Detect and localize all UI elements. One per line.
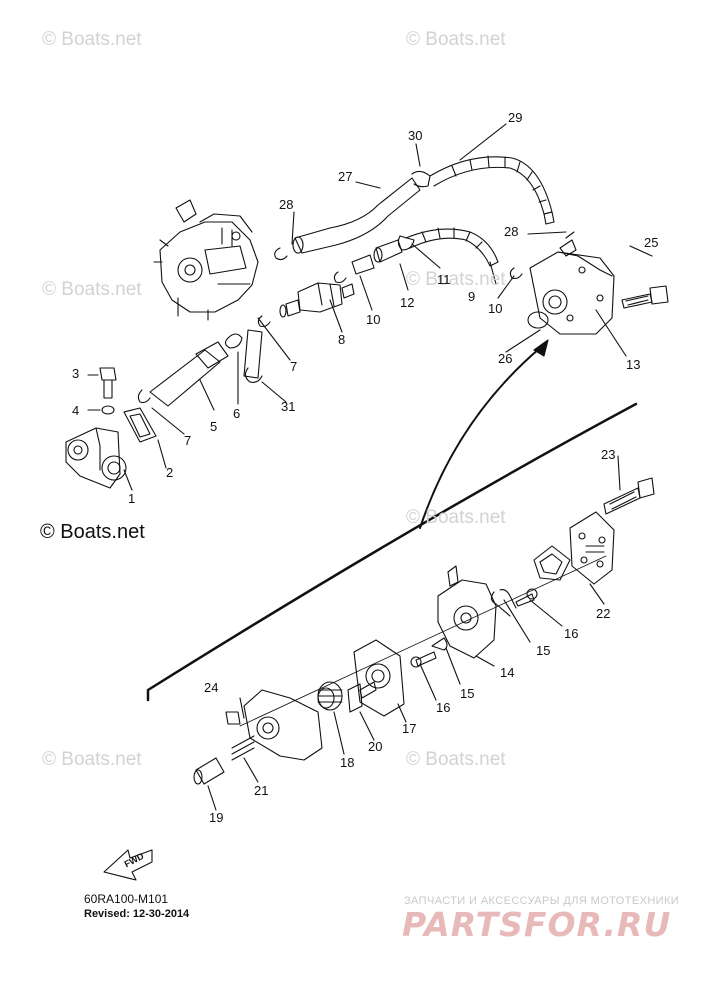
- part-label: 31: [281, 399, 296, 414]
- part-label: 5: [210, 419, 218, 434]
- part-label: 25: [644, 235, 659, 250]
- carburetor-assembly: [153, 199, 259, 321]
- part-label: 10: [366, 312, 381, 327]
- part-label: 15: [460, 686, 475, 701]
- part-label: 29: [508, 110, 523, 125]
- watermark: © Boats.net: [406, 269, 506, 290]
- part-label: 30: [408, 128, 423, 143]
- watermark: © Boats.net: [42, 749, 142, 770]
- part-label: 21: [254, 783, 269, 798]
- part-label: 7: [290, 359, 298, 374]
- part-label: 16: [564, 626, 579, 641]
- part-label: 13: [626, 357, 641, 372]
- revision-date: Revised: 12-30-2014: [84, 908, 190, 920]
- part-label: 11: [437, 272, 451, 287]
- part-label: 15: [536, 643, 551, 658]
- part-label: 9: [468, 289, 476, 304]
- shop-logo: PARTSFOR.RU: [402, 905, 672, 944]
- part-label: 22: [596, 606, 611, 621]
- part-label: 28: [504, 224, 519, 239]
- shop-tagline: ЗАПЧАСТИ И АКСЕССУАРЫ ДЛЯ МОТОТЕХНИКИ: [404, 895, 680, 907]
- part-label: 18: [340, 755, 355, 770]
- copyright-watermark: © Boats.net: [40, 521, 145, 543]
- part-label: 14: [500, 665, 515, 680]
- part-label: 3: [72, 366, 80, 381]
- part-label: 1: [128, 491, 136, 506]
- part-label: 4: [72, 403, 80, 418]
- watermark: © Boats.net: [42, 29, 142, 50]
- watermark: © Boats.net: [406, 749, 506, 770]
- part-label: 8: [338, 332, 346, 347]
- part-label: 2: [166, 465, 174, 480]
- fuel-pump-13: [529, 251, 615, 335]
- watermark: © Boats.net: [42, 279, 142, 300]
- joint-1: [65, 427, 121, 489]
- watermark: © Boats.net: [406, 29, 506, 50]
- part-label: 16: [436, 700, 451, 715]
- fuel-hose-27: [294, 177, 421, 254]
- part-label: 10: [488, 301, 503, 316]
- diagram-code: 60RA100-M101: [84, 892, 169, 906]
- part-label: 12: [400, 295, 415, 310]
- part-label: 20: [368, 739, 383, 754]
- part-label: 24: [204, 680, 219, 695]
- part-label: 6: [233, 406, 241, 421]
- part-label: 17: [402, 721, 417, 736]
- part-label: 27: [338, 169, 353, 184]
- part-label: 23: [601, 447, 616, 462]
- part-label: 26: [498, 351, 513, 366]
- part-label: 28: [279, 197, 294, 212]
- watermark: © Boats.net: [406, 507, 506, 528]
- part-label: 7: [184, 433, 192, 448]
- part-label: 19: [209, 810, 224, 825]
